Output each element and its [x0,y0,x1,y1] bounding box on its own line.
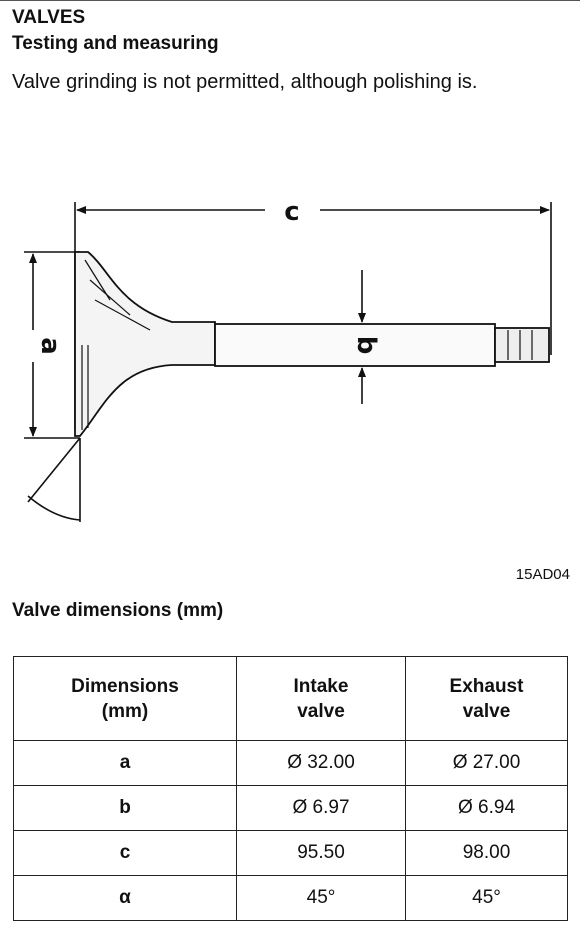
intro-text: Valve grinding is not permitted, althoug… [12,71,478,93]
intake-value: 95.50 [236,830,406,876]
header-line: (mm) [101,700,149,722]
valve-face-hatch [94,299,151,331]
exhaust-value: 45° [405,875,568,921]
header-line: valve [297,700,345,722]
valve-dimensions-table: Dimensions (mm) Intake valve Exhaust val… [13,656,568,921]
label-c: c [284,197,299,227]
page-subtitle: Testing and measuring [12,33,219,54]
table-header-row: Dimensions (mm) Intake valve Exhaust val… [13,656,568,741]
figure-code: 15AD04 [515,566,570,583]
header-line: Exhaust [449,675,524,697]
dimension-key: a [13,740,237,786]
table-row: α 45° 45° [13,875,568,921]
valve-stem [214,323,496,367]
header-intake-valve: Intake valve [236,656,406,741]
dimension-key: b [13,785,237,831]
top-rule [0,0,580,1]
label-b: b [351,336,381,355]
header-line: Intake [293,675,349,697]
dimension-key: α [13,875,237,921]
alpha-leg-diagonal [27,437,81,503]
intake-value: Ø 32.00 [236,740,406,786]
table-row: a Ø 32.00 Ø 27.00 [13,740,568,786]
valve-head [74,251,216,437]
valve-diagram: c a b [24,197,552,522]
header-line: Dimensions [71,675,179,697]
exhaust-value: 98.00 [405,830,568,876]
table-row: b Ø 6.97 Ø 6.94 [13,785,568,831]
header-exhaust-valve: Exhaust valve [405,656,568,741]
table-title: Valve dimensions (mm) [12,600,224,621]
valve-face-hatch [89,279,131,316]
alpha-arc [27,495,81,521]
header-dimensions: Dimensions (mm) [13,656,237,741]
label-a: a [35,337,65,355]
intake-value: 45° [236,875,406,921]
valve-stem-tip [494,327,550,363]
page-title: VALVES [12,7,86,28]
dimension-key: c [13,830,237,876]
intake-value: Ø 6.97 [236,785,406,831]
exhaust-value: Ø 6.94 [405,785,568,831]
header-line: valve [462,700,511,722]
table-row: c 95.50 98.00 [13,830,568,876]
exhaust-value: Ø 27.00 [405,740,568,786]
